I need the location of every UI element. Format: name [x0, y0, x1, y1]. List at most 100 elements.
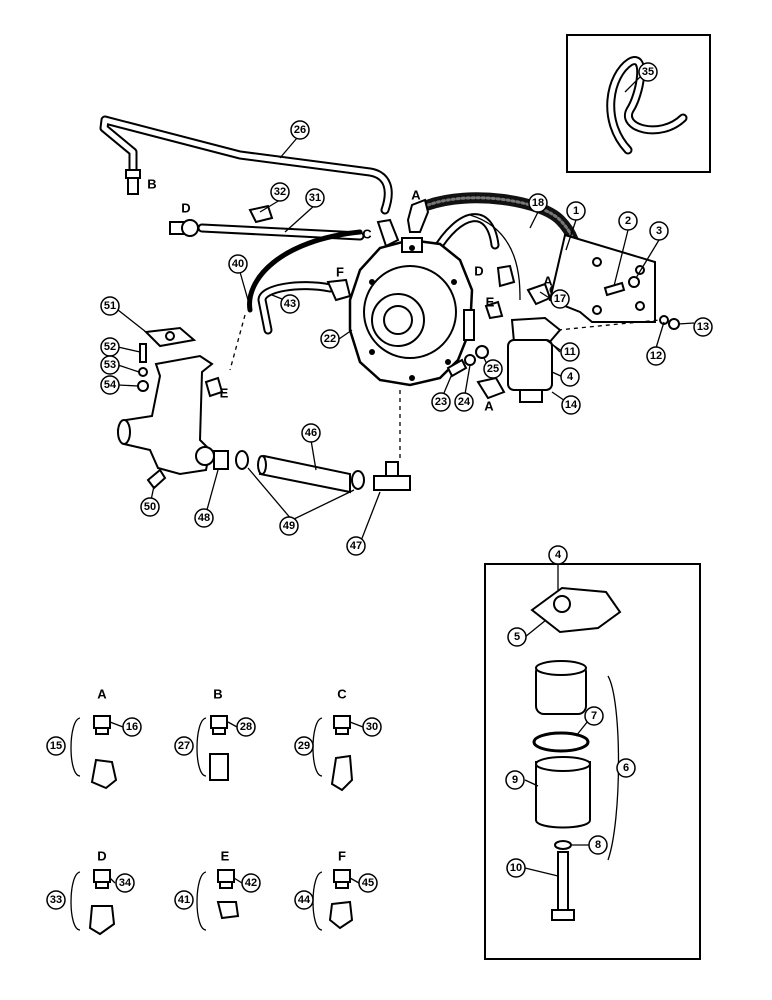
- letter-d-fitting: D: [181, 201, 190, 216]
- inset-box-filter-exploded: [484, 563, 701, 960]
- svg-text:5: 5: [514, 631, 520, 643]
- svg-text:7: 7: [591, 710, 597, 722]
- washer-3-icon: [628, 276, 640, 288]
- washer-53-icon: [138, 367, 148, 377]
- callout-3[interactable]: 3: [649, 221, 669, 241]
- svg-text:4: 4: [567, 371, 574, 383]
- svg-text:23: 23: [435, 396, 447, 408]
- callout-53[interactable]: 53: [100, 355, 120, 375]
- key-letter-d: D: [97, 849, 106, 864]
- svg-text:9: 9: [512, 774, 518, 786]
- callout-33[interactable]: 33: [46, 890, 66, 910]
- callout-54[interactable]: 54: [100, 375, 120, 395]
- callout-43[interactable]: 43: [280, 294, 300, 314]
- svg-text:24: 24: [458, 396, 471, 408]
- callout-48[interactable]: 48: [194, 508, 214, 528]
- callout-13[interactable]: 13: [693, 317, 713, 337]
- svg-text:8: 8: [595, 839, 601, 851]
- washer-24-icon: [464, 354, 476, 366]
- callout-17[interactable]: 17: [550, 289, 570, 309]
- callout-28[interactable]: 28: [236, 717, 256, 737]
- svg-text:47: 47: [350, 540, 362, 552]
- svg-text:49: 49: [283, 520, 295, 532]
- svg-text:45: 45: [362, 877, 374, 889]
- callout-18[interactable]: 18: [528, 193, 548, 213]
- callout-25[interactable]: 25: [483, 359, 503, 379]
- callout-15[interactable]: 15: [46, 736, 66, 756]
- callout-45[interactable]: 45: [358, 873, 378, 893]
- callout-52[interactable]: 52: [100, 337, 120, 357]
- callout-9[interactable]: 9: [505, 770, 525, 790]
- callout-22[interactable]: 22: [320, 329, 340, 349]
- callout-50[interactable]: 50: [140, 497, 160, 517]
- svg-text:18: 18: [532, 197, 544, 209]
- key-letter-e: E: [221, 849, 230, 864]
- callout-12[interactable]: 12: [646, 346, 666, 366]
- svg-text:1: 1: [573, 205, 579, 217]
- callout-14[interactable]: 14: [561, 395, 581, 415]
- callout-49[interactable]: 49: [279, 516, 299, 536]
- callout-30[interactable]: 30: [362, 717, 382, 737]
- callouts: 35 26 32 31 18 1 2 3 40 43 17 51 22 13 5…: [46, 62, 713, 910]
- fitting-b-icon: [125, 169, 141, 195]
- callout-24[interactable]: 24: [454, 392, 474, 412]
- key-f-parts-icon: [312, 869, 354, 931]
- callout-34[interactable]: 34: [115, 873, 135, 893]
- callout-23[interactable]: 23: [431, 392, 451, 412]
- element-icon: [535, 660, 587, 715]
- svg-text:25: 25: [487, 363, 499, 375]
- svg-text:12: 12: [650, 350, 662, 362]
- letter-f-mid: F: [336, 265, 344, 280]
- svg-text:44: 44: [298, 894, 311, 906]
- svg-text:3: 3: [656, 225, 662, 237]
- clip-32-icon: [248, 204, 274, 224]
- bowl-9-icon: [535, 756, 591, 829]
- callout-1[interactable]: 1: [566, 201, 586, 221]
- line-40-icon: [247, 229, 363, 313]
- svg-text:26: 26: [294, 124, 306, 136]
- callout-41[interactable]: 41: [174, 890, 194, 910]
- fuel-filter-icon: [507, 316, 562, 403]
- line-to-regulator-icon: [430, 213, 521, 301]
- svg-text:13: 13: [697, 321, 709, 333]
- svg-text:33: 33: [50, 894, 62, 906]
- callout-10[interactable]: 10: [506, 858, 526, 878]
- fitting-a-top-icon: [406, 198, 430, 233]
- callout-44[interactable]: 44: [294, 890, 314, 910]
- callout-26[interactable]: 26: [290, 120, 310, 140]
- o-ring-7-icon: [532, 731, 590, 753]
- callout-8[interactable]: 8: [588, 835, 608, 855]
- callout-4[interactable]: 4: [560, 367, 580, 387]
- svg-text:15: 15: [50, 740, 62, 752]
- callout-42[interactable]: 42: [241, 873, 261, 893]
- key-letter-b: B: [213, 687, 222, 702]
- callout-16[interactable]: 16: [122, 717, 142, 737]
- gasket-51-icon: [143, 326, 197, 348]
- callout-46[interactable]: 46: [301, 423, 321, 443]
- callout-32[interactable]: 32: [270, 182, 290, 202]
- callout-35[interactable]: 35: [638, 62, 658, 82]
- svg-text:27: 27: [178, 740, 190, 752]
- callout-51[interactable]: 51: [100, 296, 120, 316]
- callout-4-inset[interactable]: 4: [548, 545, 568, 565]
- letter-e-left: E: [220, 386, 229, 401]
- callout-40[interactable]: 40: [228, 254, 248, 274]
- callout-6[interactable]: 6: [616, 758, 636, 778]
- callout-27[interactable]: 27: [174, 736, 194, 756]
- key-d-parts-icon: [70, 869, 116, 936]
- svg-text:29: 29: [298, 740, 310, 752]
- key-letter-c: C: [337, 687, 347, 702]
- callout-7[interactable]: 7: [584, 706, 604, 726]
- callout-2[interactable]: 2: [618, 211, 638, 231]
- callout-5[interactable]: 5: [507, 627, 527, 647]
- key-e-parts-icon: [196, 869, 240, 931]
- callout-11[interactable]: 11: [560, 342, 580, 362]
- svg-text:52: 52: [104, 341, 116, 353]
- key-letter-a: A: [97, 687, 107, 702]
- callout-29[interactable]: 29: [294, 736, 314, 756]
- carburetor-icon: [116, 354, 215, 490]
- callout-47[interactable]: 47: [346, 536, 366, 556]
- svg-text:4: 4: [555, 549, 562, 561]
- callout-31[interactable]: 31: [305, 188, 325, 208]
- key-a-parts-icon: [70, 715, 118, 790]
